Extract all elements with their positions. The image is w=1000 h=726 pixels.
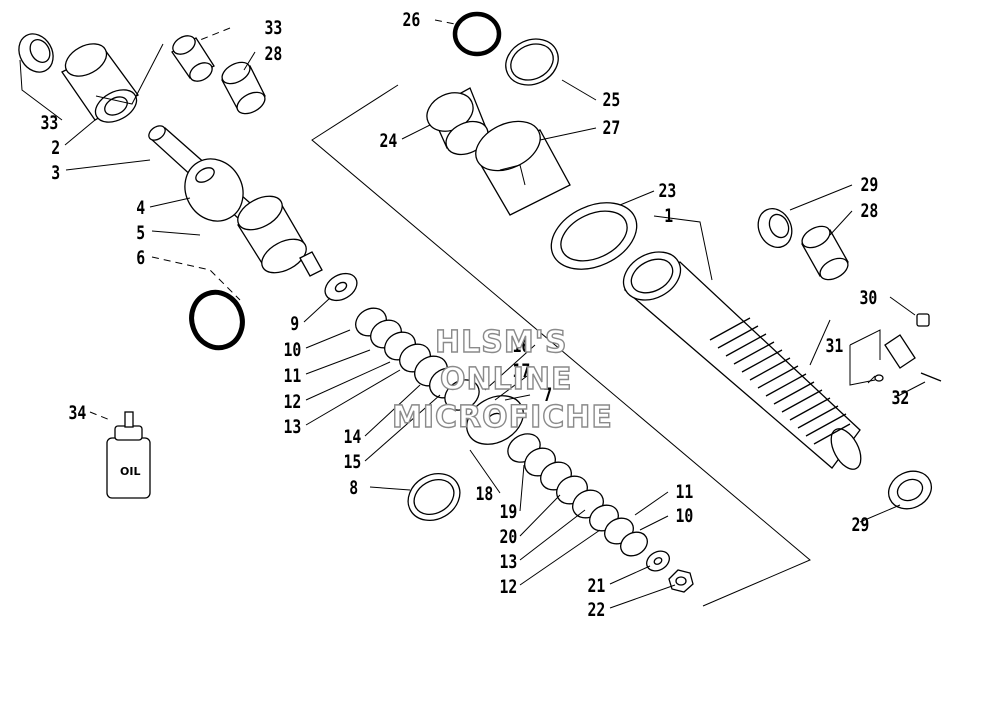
part-31-valve [867,334,916,384]
shim-stack-lower [507,433,648,557]
part-28-sleeve-upper [221,61,266,115]
watermark: HLSM'S ONLINE MICROFICHE [391,324,613,435]
group-bracket [311,84,811,607]
callout-7: 7 [543,384,552,406]
callout-13: 13 [500,551,518,573]
part-30-cap [916,313,930,327]
part-34-oil-bottle: OIL [106,411,151,499]
callout-1: 1 [664,205,673,227]
part-5-seal-head [237,195,323,277]
callout-33: 33 [265,17,283,39]
oil-bottle-label: OIL [120,465,140,478]
callout-5: 5 [136,222,145,244]
callout-9: 9 [290,313,299,335]
part-6-o-ring [189,289,245,351]
callout-14: 14 [344,426,362,448]
callout-11: 11 [284,365,302,387]
part-29-bushing-upper [757,208,793,248]
callout-10: 10 [676,505,694,527]
callout-29: 29 [861,174,879,196]
callout-29: 29 [852,514,870,536]
callout-16: 16 [513,335,531,357]
callout-26: 26 [403,9,421,31]
part-8-ring [407,472,461,522]
callout-31: 31 [826,335,844,357]
part-33-bushing-right [171,35,215,82]
callout-27: 27 [603,117,621,139]
callout-17: 17 [513,360,531,382]
callout-3: 3 [51,162,60,184]
callout-12: 12 [284,391,302,413]
callout-13: 13 [284,416,302,438]
part-33-bushing-left [18,33,54,73]
callout-10: 10 [284,339,302,361]
callout-22: 22 [588,599,606,621]
callout-28: 28 [265,43,283,65]
part-28-sleeve-lower [801,225,849,281]
callout-18: 18 [476,483,494,505]
part-22-nut [668,569,694,593]
callout-33: 33 [41,112,59,134]
part-21-washer [646,550,670,572]
part-32-core [920,372,942,382]
part-29-bushing-lower [888,470,932,510]
part-7-piston [466,395,524,445]
part-27-bladder [475,120,571,216]
callout-12: 12 [500,576,518,598]
callout-2: 2 [51,137,60,159]
part-25-ring [505,38,559,86]
part-1-body [622,251,862,470]
callout-32: 32 [892,387,910,409]
part-24-cap [426,87,489,156]
callout-19: 19 [500,501,518,523]
part-23-ring [550,202,638,270]
callout-11: 11 [676,481,694,503]
callout-20: 20 [500,526,518,548]
callout-4: 4 [136,197,145,219]
leader-lines [19,19,926,609]
watermark-line-1: HLSM'S [435,325,567,360]
part-4-bumper [184,158,244,222]
part-26-o-ring [452,11,502,57]
callout-25: 25 [603,89,621,111]
callout-21: 21 [588,575,606,597]
callout-30: 30 [860,287,878,309]
watermark-line-3: MICROFICHE [392,400,613,435]
callout-28: 28 [861,200,879,222]
callout-24: 24 [380,130,398,152]
callout-34: 34 [69,402,87,424]
callout-8: 8 [349,477,358,499]
leader-eyelet [95,43,164,105]
callout-6: 6 [136,247,145,269]
part-2-eyelet [61,43,139,123]
callout-labels: 33 28 33 2 3 4 5 6 9 10 11 12 13 14 15 8… [41,9,910,621]
shim-stack-upper [355,307,480,411]
callout-23: 23 [659,180,677,202]
watermark-line-2: ONLINE [440,362,573,397]
callout-15: 15 [344,451,362,473]
part-9-washer [324,272,358,302]
